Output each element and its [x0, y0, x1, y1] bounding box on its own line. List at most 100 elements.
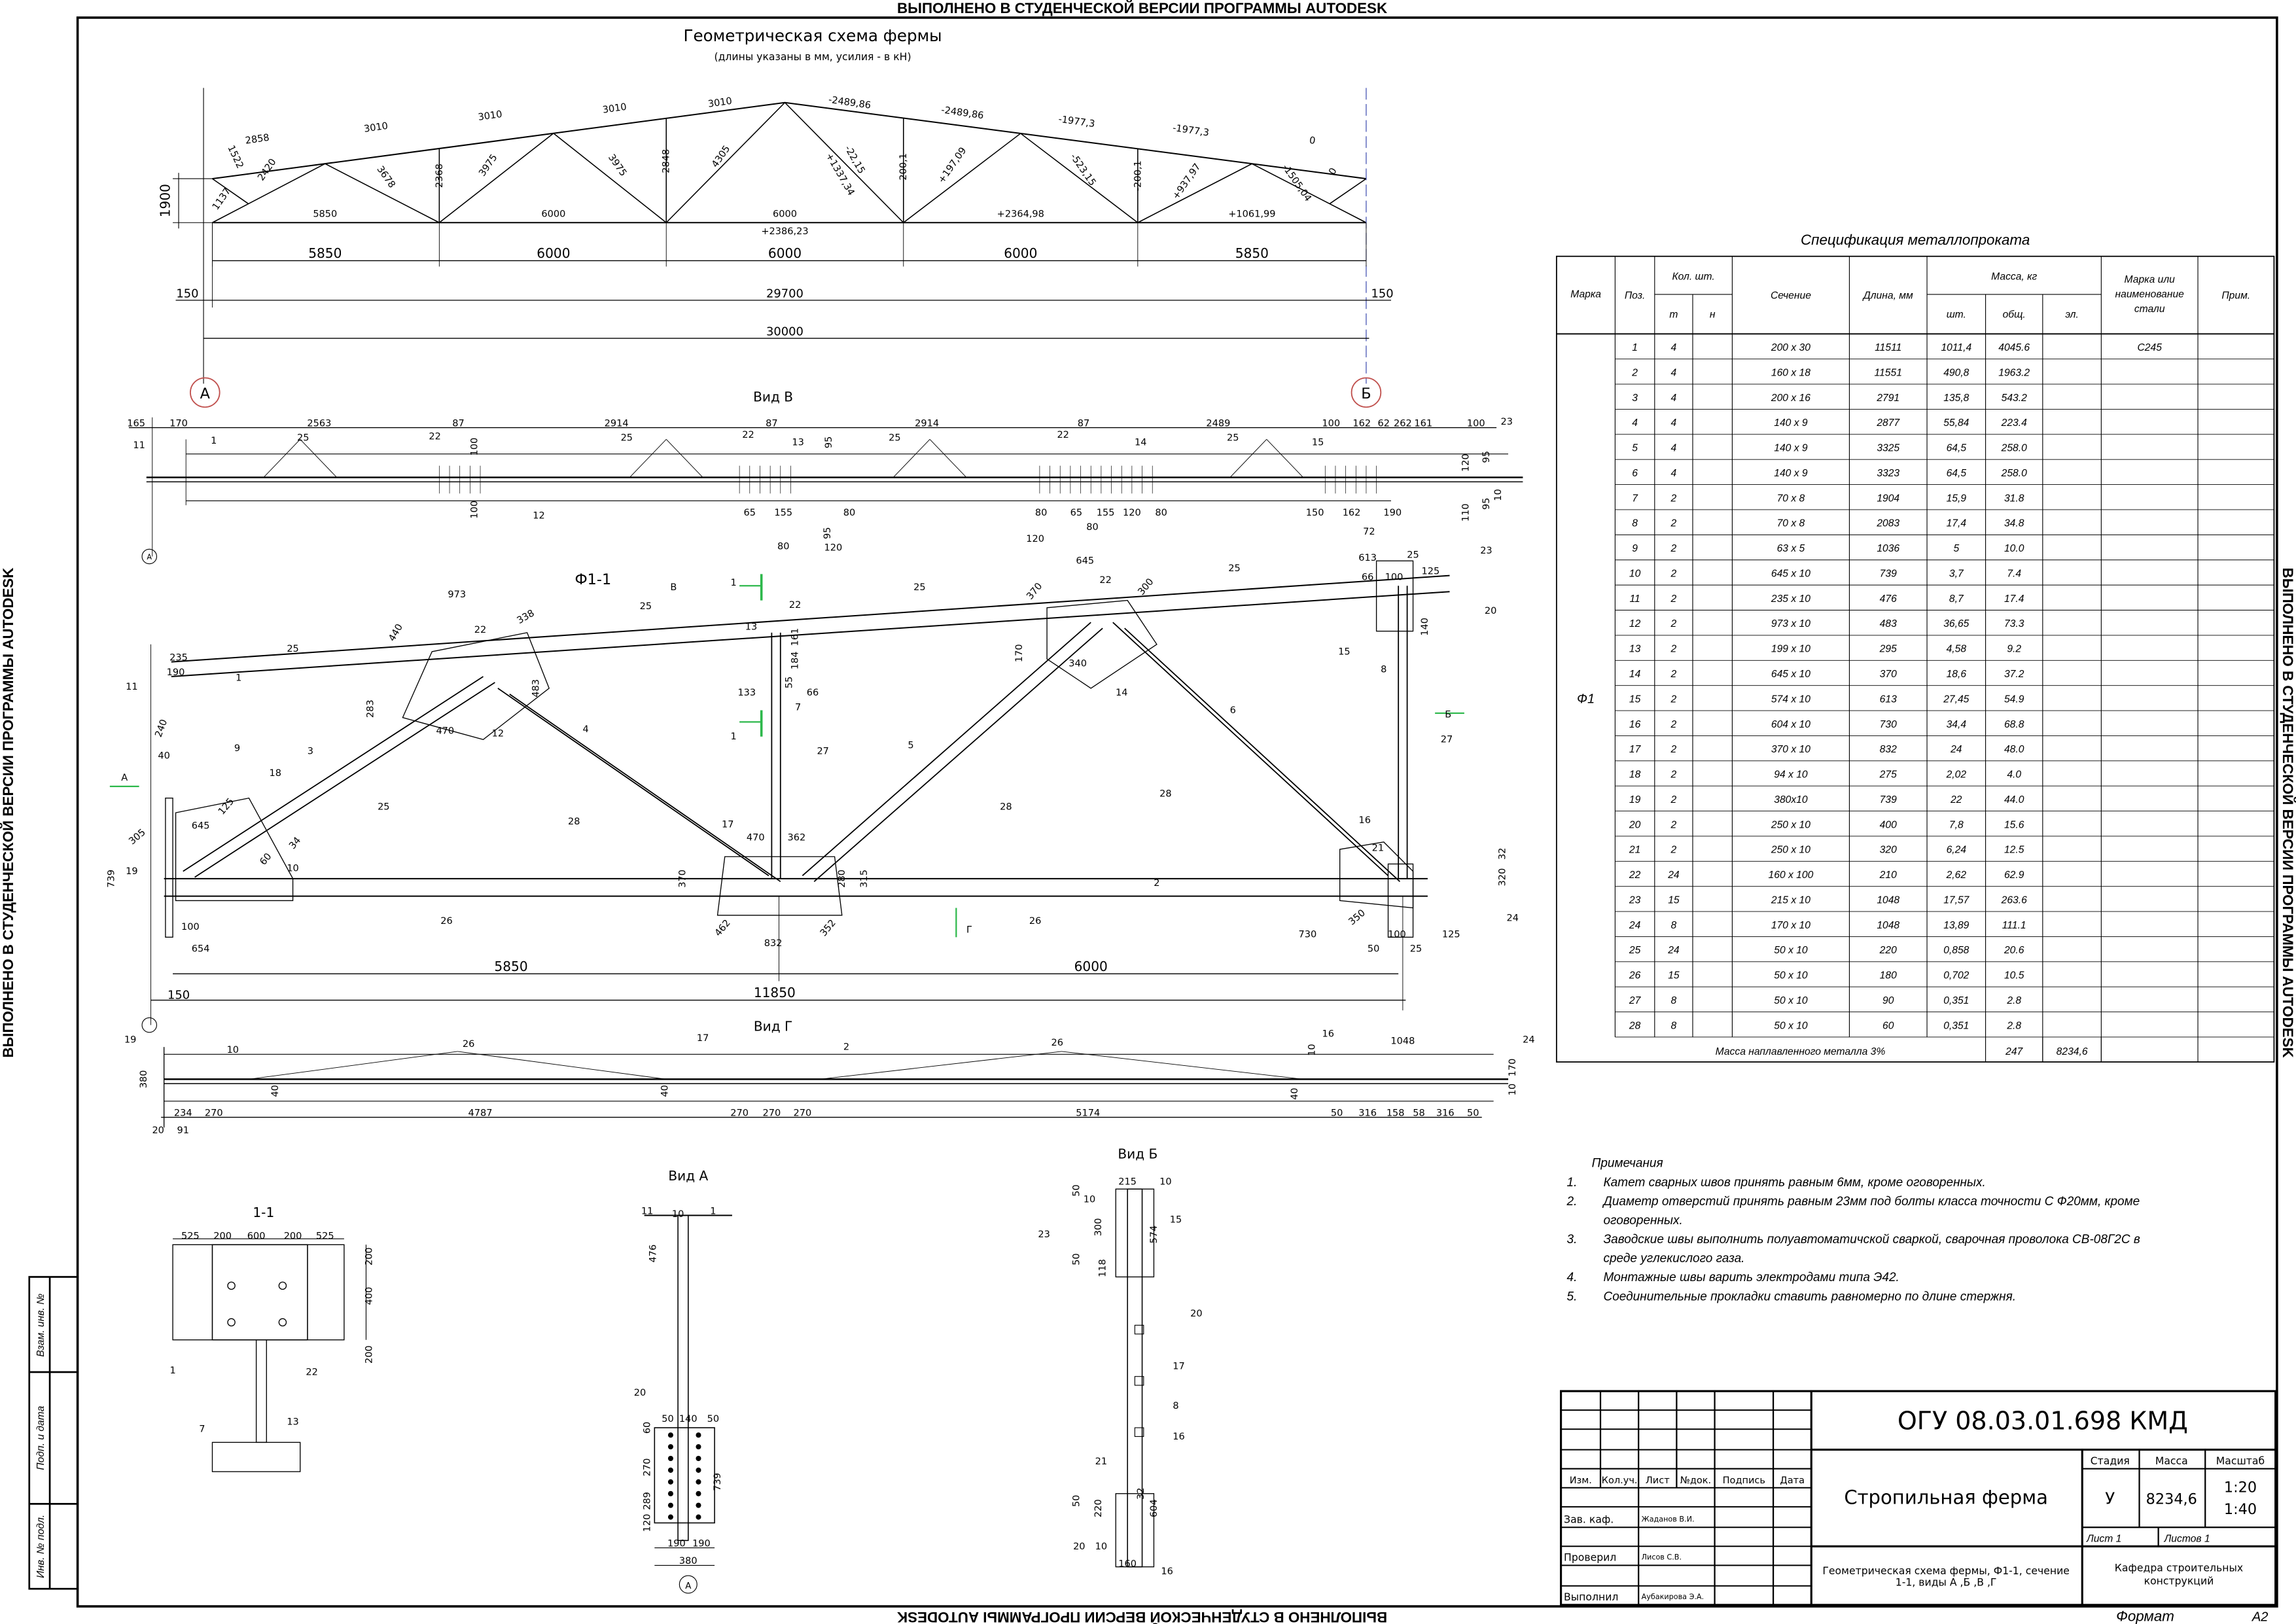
signature-name: Аубакирова Э.А. — [1642, 1593, 1704, 1601]
column-header: Изм. — [1570, 1475, 1592, 1486]
bolt-hole — [227, 1318, 236, 1327]
bolt-hole — [667, 1455, 673, 1462]
drawing-line — [1252, 163, 1367, 223]
spec-cell: 613 — [1880, 694, 1897, 705]
dimension-label: 1900 — [158, 184, 173, 217]
spacer-plate — [1134, 1376, 1144, 1386]
bolt-hole — [667, 1479, 673, 1485]
spec-cell: 5 — [1953, 543, 1959, 554]
spec-cell: 15 — [1629, 694, 1641, 705]
spec-cell: 23 — [1629, 894, 1641, 906]
spec-cell: 730 — [1880, 719, 1897, 730]
dimension-label: 22 — [1057, 430, 1069, 440]
spec-cell: 8 — [1671, 995, 1677, 1006]
note-item: 3.Заводские швы выполнить полуавтоматичс… — [1567, 1233, 2140, 1265]
drawing-line — [629, 439, 667, 478]
dimension-label: 55 — [785, 677, 795, 689]
dimension-label: 10 — [227, 1045, 239, 1055]
dimension-label: 118 — [1098, 1259, 1108, 1277]
dimension-label: 11 — [133, 440, 145, 451]
dimension-label: 72 — [1363, 527, 1375, 537]
signature-role: Проверил — [1564, 1551, 1616, 1564]
dimension-label: 25 — [640, 601, 652, 612]
spec-cell: 17 — [1629, 744, 1642, 755]
axis-marker-a — [141, 1017, 158, 1033]
dimension-label: 10 — [287, 864, 299, 874]
dimension-label: -200,1 — [1133, 160, 1143, 191]
drawing-line — [820, 1051, 1062, 1080]
bolt-hole — [667, 1467, 673, 1473]
spec-cell: 4 — [1671, 468, 1677, 479]
support-plate — [1387, 863, 1414, 938]
spec-cell: 2 — [1670, 719, 1677, 730]
dimension-label: -523,15 — [1068, 152, 1097, 188]
dimension-label: 6000 — [1004, 245, 1037, 261]
spec-cell: 4,58 — [1947, 644, 1967, 655]
dimension-label: 80 — [1086, 522, 1099, 533]
drawing-description: Геометрическая схема фермы, Ф1-1, сечени… — [1822, 1564, 2070, 1577]
drawing-line — [665, 439, 703, 478]
dimension-label: 80 — [777, 541, 790, 552]
spec-cell: 10.0 — [2004, 543, 2024, 554]
sheet-border — [76, 16, 2278, 1608]
dimension-label: 50 — [1071, 1495, 1082, 1508]
dimension-label: 4787 — [468, 1108, 493, 1118]
dimension-label: 200 — [364, 1345, 374, 1364]
dimension-label: 340 — [1069, 658, 1087, 669]
dimension-label: 25 — [378, 802, 390, 813]
axis-marker-b — [1351, 377, 1382, 408]
spec-cell: 2 — [1670, 794, 1677, 805]
spec-cell: 2.8 — [2006, 995, 2021, 1006]
dimension-label: 14 — [1116, 688, 1128, 698]
dimension-label: 1 — [169, 1366, 175, 1376]
gusset-plate — [1046, 599, 1157, 689]
spec-cell: 50 x 10 — [1774, 995, 1808, 1006]
watermark-bottom: ВЫПОЛНЕНО В СТУДЕНЧЕСКОЙ ВЕРСИИ ПРОГРАММ… — [897, 1609, 1387, 1624]
spec-cell: 258.0 — [2001, 443, 2027, 454]
dimension-label: Поз. — [1625, 291, 1646, 302]
spec-cell: 12 — [1629, 618, 1641, 629]
dimension-label: 316 — [1358, 1108, 1377, 1118]
dimension-label: +2386,23 — [761, 226, 808, 237]
note-number: 1. — [1567, 1176, 1578, 1190]
spec-cell: 170 x 10 — [1771, 920, 1810, 931]
spec-cell: 36,65 — [1943, 618, 1969, 629]
dimension-label: 613 — [1358, 553, 1377, 563]
dimension-label: 28 — [568, 817, 580, 827]
dimension-label: 40 — [270, 1085, 281, 1097]
bolt-hole — [696, 1491, 701, 1496]
dimension-label: 20 — [1485, 606, 1497, 616]
dimension-label: 27 — [817, 747, 829, 757]
note-text: Монтажные швы варить электродами типа Э4… — [1603, 1271, 1899, 1284]
column-header: Дата — [1780, 1475, 1805, 1486]
note-number: 5. — [1567, 1290, 1578, 1303]
axis-label-a: А — [685, 1581, 692, 1591]
dimension-label: 26 — [463, 1039, 475, 1050]
mark-label: Ф1 — [1577, 692, 1595, 706]
spec-cell: 2 — [1670, 769, 1677, 781]
dimension-label: 6000 — [768, 245, 802, 261]
dimension-label: Сечение — [1771, 291, 1811, 302]
dimension-label: 3975 — [477, 152, 499, 178]
drawing-line — [802, 622, 1091, 877]
dimension-label: 5174 — [1076, 1108, 1100, 1118]
dimension-label: 100 — [470, 501, 480, 519]
spec-cell: 2,62 — [1946, 870, 1967, 881]
dimension-label: 320 — [1498, 868, 1508, 887]
spec-cell: 490,8 — [1943, 367, 1969, 378]
signature-name: Лисов С.В. — [1642, 1553, 1682, 1561]
dimension-label: 440 — [387, 622, 405, 643]
dimension-label: 21 — [1372, 843, 1385, 853]
dimension-label: Марка — [1570, 289, 1601, 300]
spec-cell: 1 — [1632, 342, 1638, 353]
department: конструкций — [2144, 1574, 2214, 1587]
dimension-label: 120 — [1123, 508, 1141, 518]
spec-cell: 62.9 — [2004, 870, 2024, 881]
dimension-label: 270 — [730, 1108, 749, 1118]
dimension-label: 190 — [1383, 508, 1402, 518]
spec-cell: 739 — [1880, 568, 1897, 579]
bolt-hole — [667, 1432, 673, 1438]
